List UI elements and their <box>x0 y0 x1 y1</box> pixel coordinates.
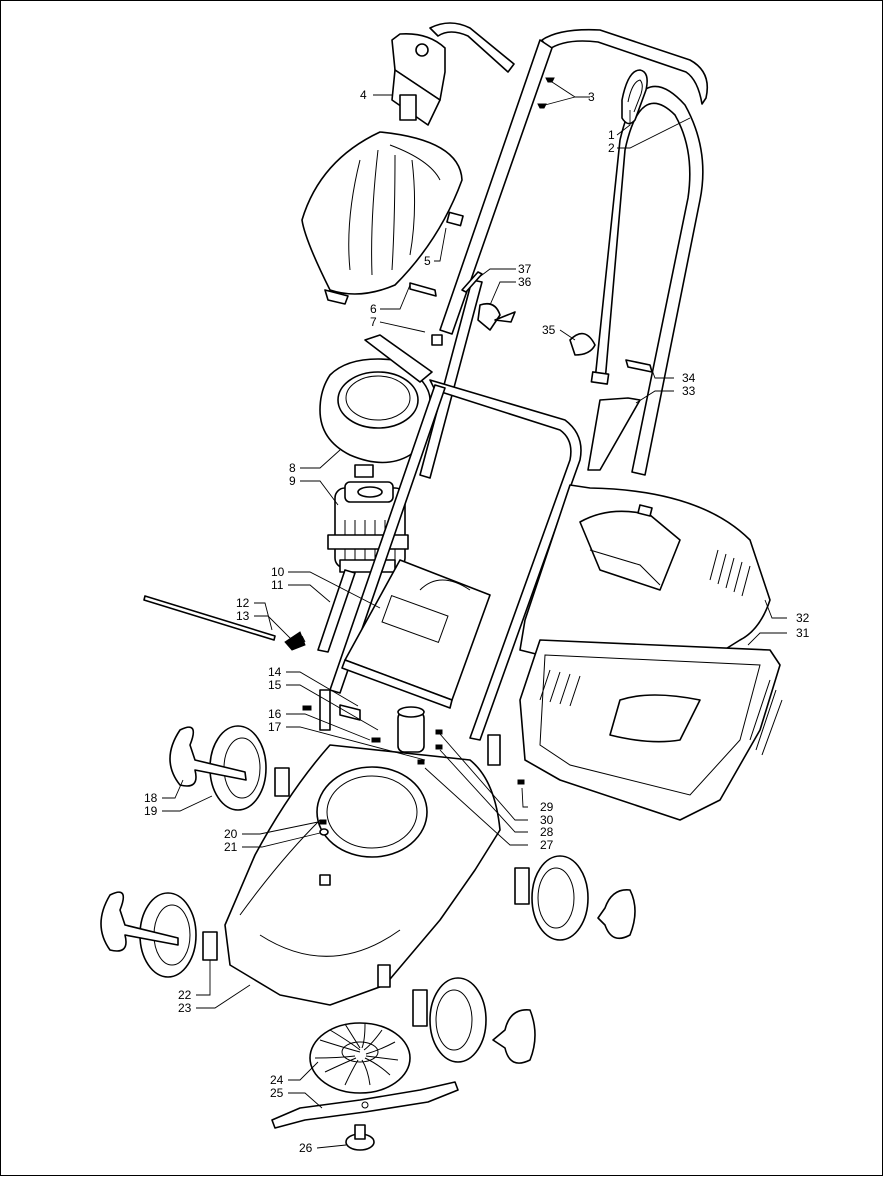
label-14: 14 <box>268 665 282 679</box>
label-33: 33 <box>682 384 696 398</box>
lower-left-handle-tube <box>419 39 553 479</box>
label-36: 36 <box>518 275 532 289</box>
label-8: 8 <box>289 461 296 475</box>
handle-small-parts <box>461 271 653 471</box>
label-13: 13 <box>236 609 250 623</box>
blade-nut <box>345 1124 375 1151</box>
label-27: 27 <box>540 838 554 852</box>
cooling-fan <box>309 1022 411 1094</box>
label-2: 2 <box>608 141 615 155</box>
cutting-blade <box>271 1081 459 1129</box>
label-21: 21 <box>224 840 238 854</box>
switch-box <box>391 22 515 126</box>
label-29: 29 <box>540 800 554 814</box>
upper-handle <box>541 28 709 476</box>
callout-labels: 4 3 1 2 5 37 36 6 7 35 34 33 8 9 10 11 1… <box>144 81 810 1155</box>
rear-left-wheel-upper <box>169 725 290 811</box>
label-19: 19 <box>144 804 158 818</box>
label-25: 25 <box>270 1086 284 1100</box>
motor-cover <box>301 131 463 305</box>
rod-and-spring <box>143 595 306 651</box>
label-18: 18 <box>144 791 158 805</box>
label-11: 11 <box>271 578 284 592</box>
label-4: 4 <box>360 88 367 102</box>
label-10: 10 <box>271 565 285 579</box>
rear-right-wheel <box>412 977 536 1064</box>
motor-housing <box>319 334 433 478</box>
label-15: 15 <box>268 678 282 692</box>
label-24: 24 <box>270 1073 284 1087</box>
label-28: 28 <box>540 825 554 839</box>
label-1: 1 <box>608 128 615 142</box>
control-lever <box>621 69 648 125</box>
small-parts-5-7 <box>409 211 464 346</box>
label-26: 26 <box>299 1141 313 1155</box>
label-17: 17 <box>268 720 282 734</box>
mower-deck <box>224 744 501 1006</box>
grass-box-base <box>519 639 783 821</box>
label-22: 22 <box>178 988 192 1002</box>
label-37: 37 <box>518 262 532 276</box>
front-right-wheel <box>514 855 636 941</box>
front-left-wheel <box>100 891 218 978</box>
label-16: 16 <box>268 707 282 721</box>
label-20: 20 <box>224 827 238 841</box>
label-6: 6 <box>370 302 377 316</box>
control-cover <box>341 559 491 709</box>
label-30: 30 <box>540 813 554 827</box>
label-35: 35 <box>542 323 556 337</box>
label-7: 7 <box>370 315 377 329</box>
label-32: 32 <box>796 611 810 625</box>
label-23: 23 <box>178 1001 192 1015</box>
label-34: 34 <box>682 371 696 385</box>
label-5: 5 <box>424 254 431 268</box>
label-12: 12 <box>236 596 250 610</box>
label-3: 3 <box>588 90 595 104</box>
label-9: 9 <box>289 474 296 488</box>
label-31: 31 <box>796 626 810 640</box>
